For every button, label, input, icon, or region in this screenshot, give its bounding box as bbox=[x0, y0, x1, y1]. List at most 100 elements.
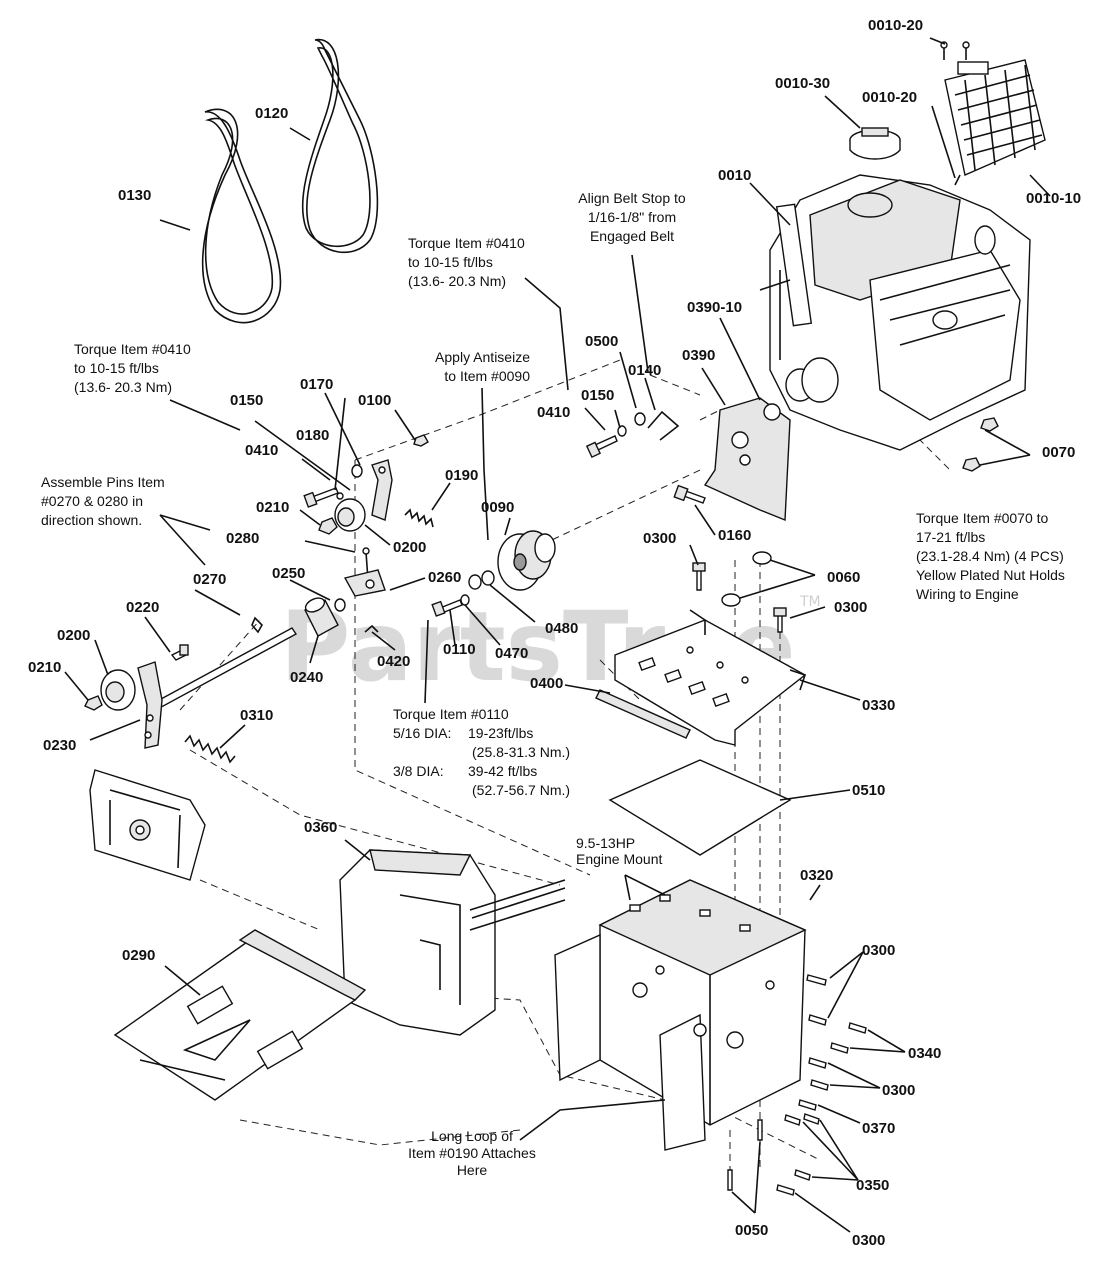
label-0300-b: 0300 bbox=[834, 599, 867, 616]
nuts-0070 bbox=[962, 417, 999, 472]
leader-lines bbox=[64, 37, 1051, 1233]
bolt-0410b bbox=[303, 487, 339, 508]
washer-0180 bbox=[351, 464, 363, 478]
housing-0360 bbox=[339, 849, 566, 1036]
nut-0210a bbox=[318, 517, 338, 535]
washer-0470 bbox=[460, 594, 470, 606]
label-0420: 0420 bbox=[377, 653, 410, 670]
muffler-guard-0010-10 bbox=[944, 59, 1046, 176]
note-torque-0070: Torque Item #0070 to 17-21 ft/lbs (23.1-… bbox=[916, 510, 1065, 602]
svg-text:Torque Item #0410: Torque Item #0410 bbox=[408, 235, 525, 251]
idler-pulley-0200a bbox=[334, 498, 366, 532]
watermark-tm: TM bbox=[799, 594, 821, 610]
label-0300-d: 0300 bbox=[882, 1082, 915, 1099]
label-0070: 0070 bbox=[1042, 444, 1075, 461]
label-0200-b: 0200 bbox=[57, 627, 90, 644]
svg-text:3/8 DIA:: 3/8 DIA: bbox=[393, 763, 444, 779]
label-0300-e: 0300 bbox=[852, 1232, 885, 1249]
svg-text:Torque Item #0070 to: Torque Item #0070 to bbox=[916, 510, 1049, 526]
label-0310: 0310 bbox=[240, 707, 273, 724]
washer-0250 bbox=[334, 598, 346, 612]
label-0230: 0230 bbox=[43, 737, 76, 754]
label-0510: 0510 bbox=[852, 782, 885, 799]
svg-text:to 10-15 ft/lbs: to 10-15 ft/lbs bbox=[408, 254, 493, 270]
bolt-0110 bbox=[431, 599, 463, 617]
bolts-0350 bbox=[784, 1113, 820, 1181]
bolt-0370 bbox=[798, 1099, 817, 1111]
label-0470: 0470 bbox=[495, 645, 528, 662]
spring-0190 bbox=[404, 508, 434, 528]
label-0500: 0500 bbox=[585, 333, 618, 350]
idler-arm-0170 bbox=[371, 459, 393, 521]
label-0150-b: 0150 bbox=[230, 392, 263, 409]
svg-text:Item #0190 Attaches: Item #0190 Attaches bbox=[408, 1145, 536, 1161]
svg-text:(13.6- 20.3 Nm): (13.6- 20.3 Nm) bbox=[408, 273, 506, 289]
note-engine-mount: 9.5-13HP Engine Mount bbox=[576, 835, 663, 867]
nut-0210b bbox=[84, 695, 103, 711]
label-0050: 0050 bbox=[735, 1222, 768, 1239]
belt-0120 bbox=[301, 39, 379, 254]
bar-0400 bbox=[595, 689, 691, 739]
note-assemble-pins: Assemble Pins Item #0270 & 0280 in direc… bbox=[41, 474, 165, 528]
note-antiseize: Apply Antiseize to Item #0090 bbox=[435, 349, 530, 384]
washer-0390-10 bbox=[763, 403, 781, 421]
label-0100: 0100 bbox=[358, 392, 391, 409]
label-0180: 0180 bbox=[296, 427, 329, 444]
clip-0420 bbox=[364, 624, 379, 633]
label-0410-b: 0410 bbox=[245, 442, 278, 459]
nut-0100 bbox=[413, 434, 429, 447]
bushing-0240 bbox=[304, 597, 339, 637]
belt-stop-0140 bbox=[647, 410, 680, 441]
washer-0150b bbox=[336, 492, 344, 500]
part-labels: 0010-20 0010-30 0010-20 0010 0010-10 012… bbox=[28, 17, 1081, 1249]
note-torque-0110: Torque Item #0110 5/16 DIA: 19-23ft/lbs … bbox=[393, 706, 570, 798]
label-0120: 0120 bbox=[255, 105, 288, 122]
bolts-0340 bbox=[830, 1022, 867, 1054]
label-0280: 0280 bbox=[226, 530, 259, 547]
label-0130: 0130 bbox=[118, 187, 151, 204]
bolt-0160 bbox=[673, 484, 706, 504]
label-0110: 0110 bbox=[443, 641, 476, 658]
svg-text:Assemble Pins Item: Assemble Pins Item bbox=[41, 474, 165, 490]
idler-arm-0230 bbox=[137, 661, 163, 749]
label-0370: 0370 bbox=[862, 1120, 895, 1137]
label-0360: 0360 bbox=[304, 819, 337, 836]
label-0010-20-top: 0010-20 bbox=[868, 17, 923, 34]
label-0480: 0480 bbox=[545, 620, 578, 637]
svg-text:Align Belt Stop to: Align Belt Stop to bbox=[578, 190, 686, 206]
bracket-0260 bbox=[343, 569, 386, 597]
label-0140: 0140 bbox=[628, 362, 661, 379]
spring-0310 bbox=[184, 734, 236, 764]
svg-text:Yellow Plated Nut Holds: Yellow Plated Nut Holds bbox=[916, 567, 1065, 583]
label-0300-a: 0300 bbox=[643, 530, 676, 547]
engine-0010 bbox=[759, 174, 1031, 451]
bolts-0300d bbox=[808, 1057, 829, 1091]
svg-text:1/16-1/8" from: 1/16-1/8" from bbox=[588, 209, 676, 225]
bolt-0300a bbox=[692, 562, 706, 591]
fuel-cap-0010-30 bbox=[849, 127, 901, 160]
label-0090: 0090 bbox=[481, 499, 514, 516]
label-0330: 0330 bbox=[862, 697, 895, 714]
label-0260: 0260 bbox=[428, 569, 461, 586]
svg-text:Engaged Belt: Engaged Belt bbox=[590, 228, 674, 244]
svg-text:Long Loop of: Long Loop of bbox=[431, 1128, 513, 1144]
label-0160: 0160 bbox=[718, 527, 751, 544]
label-0320: 0320 bbox=[800, 867, 833, 884]
label-0190: 0190 bbox=[445, 467, 478, 484]
label-0340: 0340 bbox=[908, 1045, 941, 1062]
label-0410-a: 0410 bbox=[537, 404, 570, 421]
label-0010: 0010 bbox=[718, 167, 751, 184]
bolt-0410a bbox=[585, 435, 618, 459]
washers-0060 bbox=[721, 551, 772, 607]
svg-text:Engine Mount: Engine Mount bbox=[576, 851, 663, 867]
label-0400: 0400 bbox=[530, 675, 563, 692]
washers-0480 bbox=[468, 570, 495, 590]
svg-text:(13.6- 20.3 Nm): (13.6- 20.3 Nm) bbox=[74, 379, 172, 395]
label-0250: 0250 bbox=[272, 565, 305, 582]
note-align-belt: Align Belt Stop to 1/16-1/8" from Engage… bbox=[578, 190, 686, 244]
frame-0320 bbox=[554, 879, 807, 1151]
svg-text:17-21 ft/lbs: 17-21 ft/lbs bbox=[916, 529, 985, 545]
svg-text:to Item #0090: to Item #0090 bbox=[444, 368, 530, 384]
svg-text:39-42 ft/lbs: 39-42 ft/lbs bbox=[468, 763, 537, 779]
